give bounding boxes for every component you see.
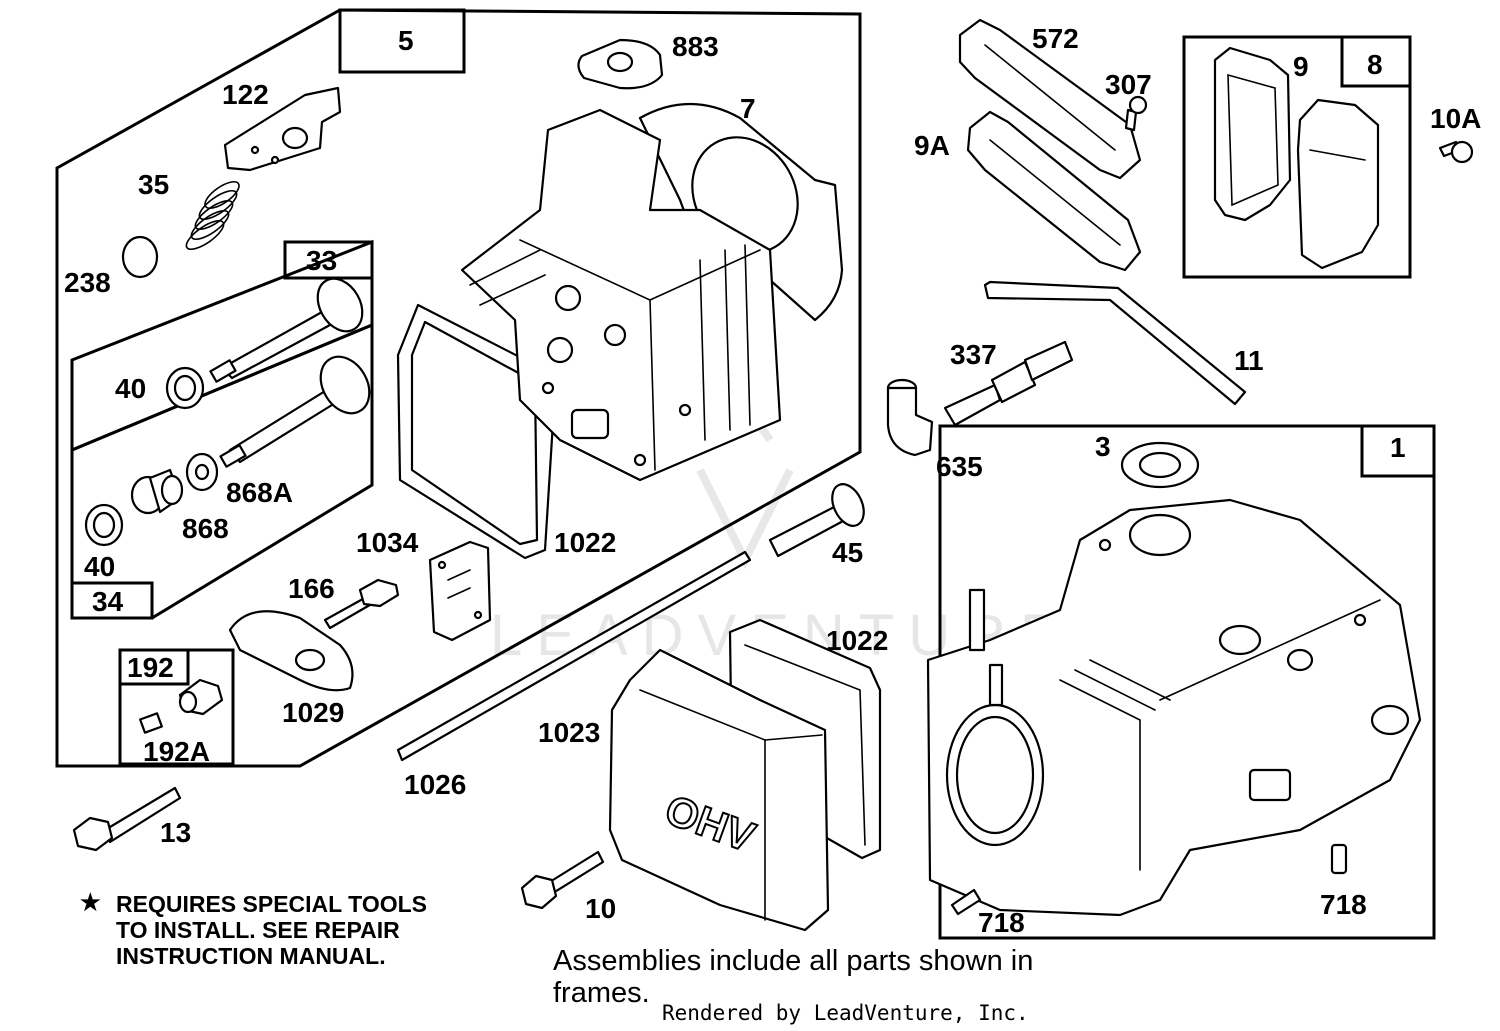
callout-307: 307 xyxy=(1105,69,1152,100)
callout-11: 11 xyxy=(1234,345,1264,376)
note-star: ★ xyxy=(80,889,101,915)
callout-1034: 1034 xyxy=(356,527,419,558)
cylinder-head xyxy=(460,108,782,482)
washer-868A xyxy=(185,452,219,492)
frame-8-label: 8 xyxy=(1367,49,1383,80)
callout-40-lower: 40 xyxy=(84,551,115,582)
note-line-1: REQUIRES SPECIAL TOOLS xyxy=(116,891,427,917)
gasket-9A xyxy=(966,110,1142,272)
callout-45: 45 xyxy=(832,537,863,568)
callout-1022-lower: 1022 xyxy=(826,625,888,656)
intake-gasket-883 xyxy=(577,38,664,90)
rocker-arm-1029 xyxy=(228,610,354,692)
note-line-3: INSTRUCTION MANUAL. xyxy=(116,943,386,969)
valve-seal-40-lower xyxy=(84,503,124,547)
callout-122: 122 xyxy=(222,79,269,110)
push-rod-1026 xyxy=(396,550,752,762)
frame-33-label: 33 xyxy=(306,245,337,276)
dowel-pin-718-right xyxy=(1330,843,1348,875)
set-screw-192A xyxy=(139,712,163,734)
callout-3: 3 xyxy=(1095,431,1111,462)
callout-10: 10 xyxy=(585,893,616,924)
note-line-2: TO INSTALL. SEE REPAIR xyxy=(116,917,400,943)
exhaust-valve-33 xyxy=(209,277,364,383)
frame-192: 192 xyxy=(118,648,235,766)
cover-8 xyxy=(1296,98,1380,270)
callout-1026: 1026 xyxy=(404,769,466,800)
screw-307 xyxy=(1124,95,1148,132)
gasket-9 xyxy=(1213,46,1292,222)
adjusting-nut-192 xyxy=(178,678,224,716)
assemblies-line-1: Assemblies include all parts shown in xyxy=(553,945,1033,977)
frame-5-label: 5 xyxy=(398,25,414,56)
head-bolt-13 xyxy=(72,786,182,852)
callout-9A: 9A xyxy=(914,130,950,161)
spark-plug-337 xyxy=(943,340,1074,427)
callout-635: 635 xyxy=(936,451,983,482)
callout-337: 337 xyxy=(950,339,997,370)
gasket-572 xyxy=(958,18,1142,180)
retainer-868 xyxy=(130,468,184,515)
frame-5: 5 xyxy=(55,8,862,768)
frame-192-label: 192 xyxy=(127,652,174,683)
oil-seal-3 xyxy=(1120,441,1200,489)
valve-cap-238 xyxy=(121,235,159,279)
callout-718-right: 718 xyxy=(1320,889,1367,920)
rocker-stud-166 xyxy=(323,578,400,630)
callout-238: 238 xyxy=(64,267,111,298)
callout-1023: 1023 xyxy=(538,717,600,748)
special-tools-note: ★ REQUIRES SPECIAL TOOLS TO INSTALL. SEE… xyxy=(80,889,427,969)
rocker-cover-gasket-1022-upper xyxy=(396,303,557,560)
frame-34-label: 34 xyxy=(92,586,124,617)
cover-screw-10 xyxy=(520,850,605,910)
cylinder-block xyxy=(926,498,1422,917)
callout-40-upper: 40 xyxy=(115,373,146,404)
valve-spring-35 xyxy=(185,180,240,251)
assemblies-note: Assemblies include all parts shown in fr… xyxy=(553,945,1033,1009)
callout-192A: 192A xyxy=(143,736,210,767)
render-credit: Rendered by LeadVenture, Inc. xyxy=(662,1001,1029,1025)
callout-10A: 10A xyxy=(1430,103,1481,134)
callout-868: 868 xyxy=(182,513,229,544)
frame-33-34: 33 34 xyxy=(70,239,374,620)
callout-718-left: 718 xyxy=(978,907,1025,938)
dowel-pin-718-left xyxy=(950,888,982,916)
frame-1-label: 1 xyxy=(1390,432,1406,463)
intake-valve-34 xyxy=(219,355,371,468)
breather-tube-45 xyxy=(768,483,865,558)
spark-plug-boot-635 xyxy=(886,378,934,457)
valve-seal-40-upper xyxy=(165,366,205,410)
plate-1034 xyxy=(428,540,492,642)
callout-9: 9 xyxy=(1293,51,1309,82)
callout-1022-upper: 1022 xyxy=(554,527,616,558)
callout-572: 572 xyxy=(1032,23,1079,54)
callout-7: 7 xyxy=(740,93,756,124)
callout-35: 35 xyxy=(138,169,169,200)
insulator-122 xyxy=(223,86,342,172)
callout-1029: 1029 xyxy=(282,697,344,728)
rocker-cover-1023: OHV xyxy=(608,648,830,932)
callout-883: 883 xyxy=(672,31,719,62)
assemblies-line-2: frames. xyxy=(553,977,650,1009)
callout-13: 13 xyxy=(160,817,191,848)
breather-tube-11 xyxy=(983,280,1247,406)
callout-868A: 868A xyxy=(226,477,293,508)
screw-10A xyxy=(1438,140,1474,164)
callout-166: 166 xyxy=(288,573,335,604)
frame-8: 8 xyxy=(1182,35,1412,279)
